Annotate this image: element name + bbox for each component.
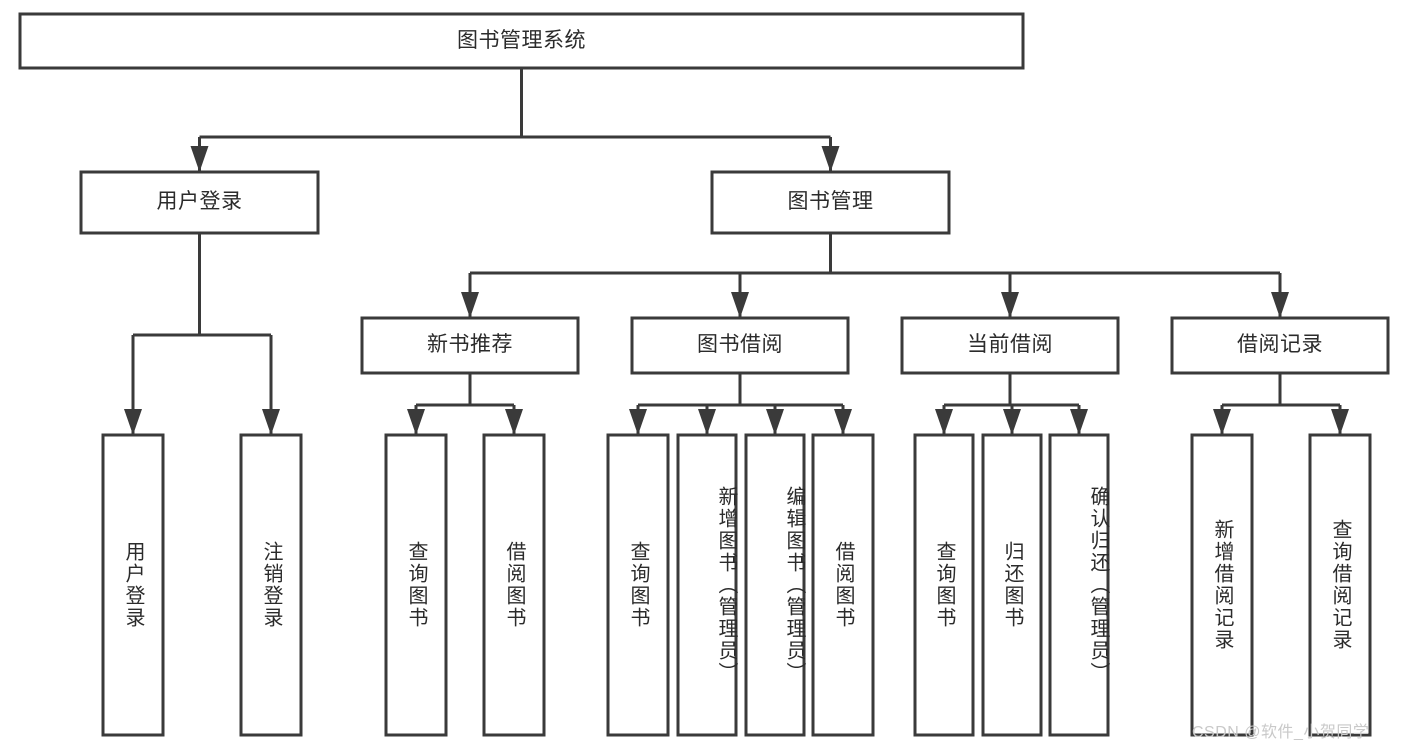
node-box-leaf-newbook-1 <box>384 433 448 737</box>
arrow-head-icon <box>190 146 209 172</box>
node-box-newbook <box>360 316 580 375</box>
arrow-head-icon <box>821 146 840 172</box>
node-box-borrow <box>630 316 850 375</box>
arrow-head-icon <box>505 409 523 435</box>
arrow-head-icon <box>1070 409 1088 435</box>
arrow-head-icon <box>629 409 647 435</box>
arrow-head-icon <box>935 409 953 435</box>
arrow-head-icon <box>124 409 142 435</box>
arrow-head-icon <box>834 409 852 435</box>
node-box-leaf-current-3 <box>1048 433 1110 737</box>
arrow-head-icon <box>1213 409 1231 435</box>
arrow-head-icon <box>698 409 716 435</box>
node-box-records <box>1170 316 1390 375</box>
arrow-head-icon <box>731 292 749 318</box>
node-box-leaf-login-2 <box>239 433 303 737</box>
node-box-leaf-records-2 <box>1308 433 1372 737</box>
node-box-leaf-borrow-2 <box>676 433 738 737</box>
node-box-login <box>79 170 320 235</box>
arrow-head-icon <box>1003 409 1021 435</box>
node-box-leaf-newbook-2 <box>482 433 546 737</box>
edge-layer <box>124 68 1349 435</box>
box-layer <box>18 12 1390 737</box>
node-box-bookmgmt <box>710 170 951 235</box>
node-box-leaf-login-1 <box>101 433 165 737</box>
node-box-leaf-records-1 <box>1190 433 1254 737</box>
arrow-head-icon <box>1001 292 1019 318</box>
node-box-leaf-current-1 <box>913 433 975 737</box>
node-box-root <box>18 12 1025 70</box>
node-box-leaf-borrow-3 <box>744 433 806 737</box>
arrow-head-icon <box>461 292 479 318</box>
node-box-current <box>900 316 1120 375</box>
node-box-leaf-current-2 <box>981 433 1043 737</box>
arrow-head-icon <box>1271 292 1289 318</box>
node-box-leaf-borrow-1 <box>606 433 670 737</box>
node-box-leaf-borrow-4 <box>811 433 875 737</box>
arrow-head-icon <box>766 409 784 435</box>
arrow-head-icon <box>1331 409 1349 435</box>
arrow-head-icon <box>262 409 280 435</box>
arrow-head-icon <box>407 409 425 435</box>
